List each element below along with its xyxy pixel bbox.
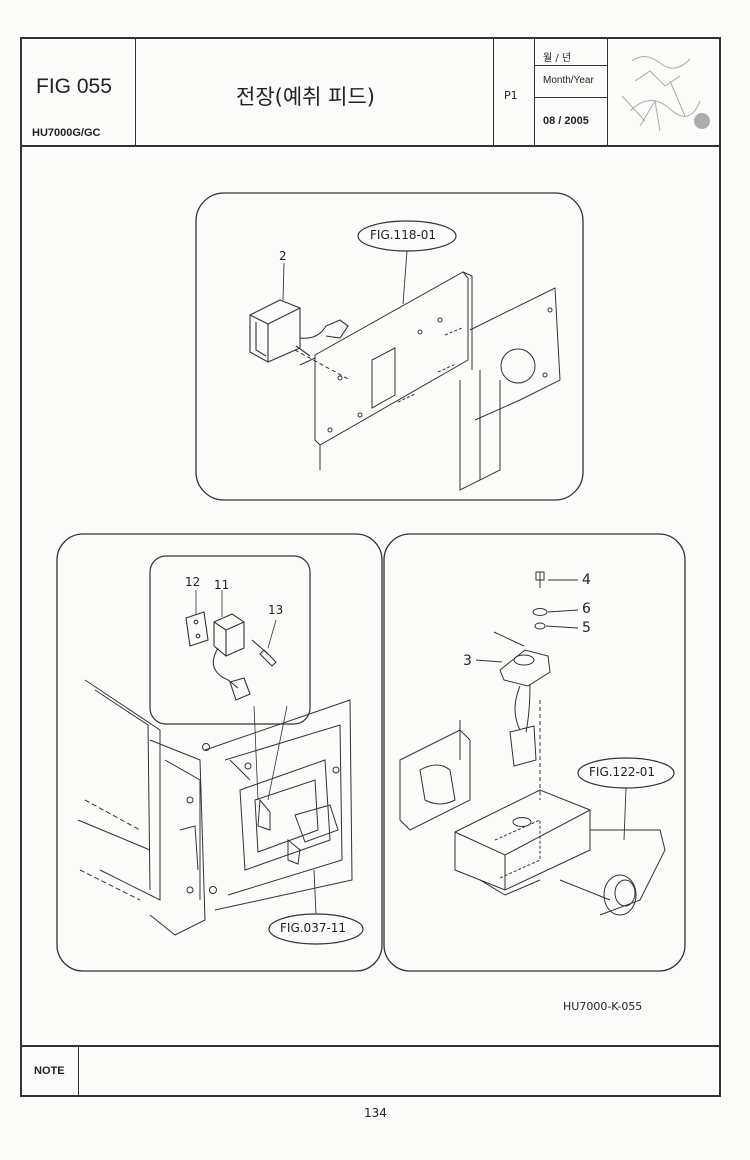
part-label-3: 3 [463,653,472,669]
right-panel [383,533,686,972]
part-label-6: 6 [582,601,591,617]
part-label-2: 2 [279,249,287,263]
part-2-relay-box [249,299,349,363]
part-label-5: 5 [582,620,591,636]
left-panel [56,533,383,972]
title-cell: 전장(예취 피드) [136,37,494,145]
model-code: HU7000G/GC [32,127,101,139]
left-frame-drawing [77,679,353,936]
part-label-4: 4 [582,572,591,588]
right-assembly-drawing [399,571,666,916]
page-indicator: P1 [504,89,518,102]
date-cell: 월 / 년 Month/Year 08 / 2005 [535,37,608,145]
right-ref-label: FIG.122-01 [589,765,656,779]
drawing-code: HU7000-K-055 [563,1000,643,1013]
header-block: FIG 055 HU7000G/GC 전장(예취 피드) P1 월 / 년 Mo… [20,37,721,147]
page-cell: P1 [494,37,535,145]
top-plate-drawing [294,271,561,491]
inset-parts-drawing [185,611,277,701]
top-panel [195,192,584,501]
top-ref-label: FIG.118-01 [370,228,437,242]
left-ref-label: FIG.037-11 [280,921,347,935]
logo-stamp [610,41,718,141]
page-title: 전장(예취 피드) [236,85,375,109]
fig-cell: FIG 055 HU7000G/GC [20,37,136,145]
page-number: 134 [364,1106,387,1120]
inset-panel [149,555,311,725]
date-label-kr: 월 / 년 [543,53,572,64]
part-label-12: 12 [185,575,201,589]
note-label: NOTE [34,1065,65,1077]
date-label-en: Month/Year [543,75,594,86]
page-frame [20,37,721,1097]
part-label-13: 13 [268,603,284,617]
fig-number: FIG 055 [36,75,112,98]
date-value: 08 / 2005 [543,115,589,127]
part-label-11: 11 [214,578,230,592]
